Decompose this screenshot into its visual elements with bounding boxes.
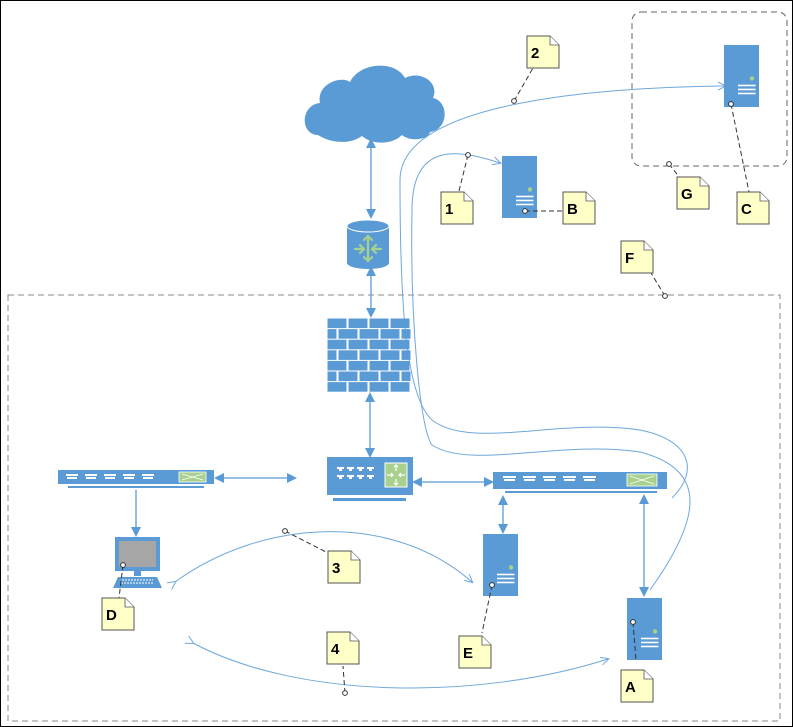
external-server-b-icon[interactable] — [502, 156, 537, 218]
remote-server-c-icon[interactable] — [724, 45, 759, 107]
note-e[interactable]: E — [458, 635, 492, 669]
note-3[interactable]: 3 — [327, 550, 361, 584]
callout-anchors — [120, 98, 734, 696]
note-2[interactable]: 2 — [526, 35, 560, 69]
internal-network-boundary[interactable] — [7, 294, 781, 722]
workstation-icon[interactable] — [113, 537, 162, 588]
flow-lines — [175, 86, 725, 689]
connectors — [131, 138, 649, 597]
note-f[interactable]: F — [620, 240, 654, 274]
internet-cloud-icon[interactable] — [304, 65, 445, 143]
note-4[interactable]: 4 — [326, 631, 360, 665]
note-label: C — [741, 201, 752, 218]
note-label: 3 — [332, 560, 340, 577]
note-label: D — [106, 607, 117, 624]
note-label: 2 — [531, 45, 539, 62]
flow-path-3 — [175, 531, 472, 582]
note-label: E — [463, 645, 473, 662]
right-switch-icon[interactable] — [493, 472, 667, 493]
internal-server-e-icon[interactable] — [483, 534, 518, 596]
note-label: B — [567, 201, 578, 218]
note-c[interactable]: C — [736, 191, 770, 225]
flow-path-1 — [411, 153, 691, 591]
note-a[interactable]: A — [620, 669, 654, 703]
left-switch-icon[interactable] — [58, 470, 214, 488]
callout-leaders — [118, 67, 750, 694]
router-icon[interactable] — [346, 219, 390, 269]
note-label: 4 — [331, 641, 340, 658]
core-switch-icon[interactable] — [327, 457, 413, 501]
note-d[interactable]: D — [101, 597, 135, 631]
note-label: F — [625, 250, 634, 267]
note-label: G — [681, 186, 693, 203]
flow-path-4 — [193, 643, 608, 689]
note-g[interactable]: G — [676, 176, 710, 210]
firewall-icon[interactable] — [327, 318, 411, 392]
note-label: A — [625, 679, 636, 696]
internal-server-a-icon[interactable] — [627, 598, 662, 660]
note-1[interactable]: 1 — [440, 191, 474, 225]
note-b[interactable]: B — [562, 191, 596, 225]
flow-path-2 — [399, 86, 725, 499]
note-label: 1 — [445, 201, 453, 218]
